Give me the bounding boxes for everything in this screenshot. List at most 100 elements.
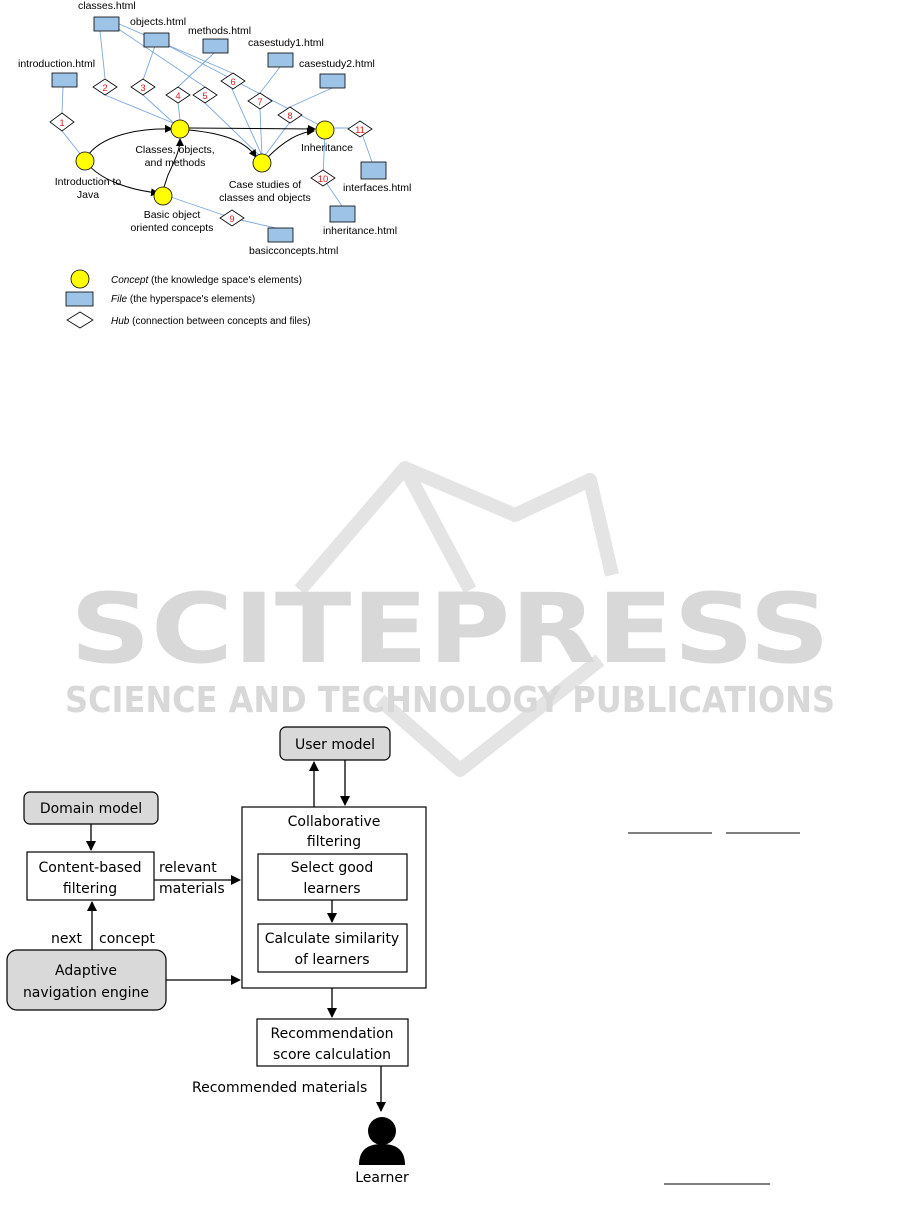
hub-number-3: 3 <box>140 83 145 94</box>
hub-11 <box>347 120 373 138</box>
file-label-objects: objects.html <box>130 16 186 28</box>
concept-node-basic <box>153 186 173 206</box>
file-label-casestudy2: casestudy2.html <box>299 58 375 70</box>
concept-label-intro-2: Java <box>77 189 99 201</box>
file-node-classes <box>93 16 120 32</box>
concept-label-cases-1: Case studies of <box>229 179 301 191</box>
hub-number-7: 7 <box>257 97 262 108</box>
select-learners-label-2: learners <box>303 881 360 897</box>
file-label-casestudy1: casestudy1.html <box>248 37 324 49</box>
concept-node-classes <box>170 119 190 139</box>
hub-number-4: 4 <box>175 91 180 102</box>
legend-concept-text: Concept (the knowledge space's elements) <box>111 275 302 286</box>
legend-hub-icon <box>66 311 94 329</box>
hub-number-11: 11 <box>355 125 365 136</box>
content-filtering-label-1: Content-based <box>39 860 142 876</box>
file-label-classes: classes.html <box>78 0 136 12</box>
file-nodes <box>51 16 387 243</box>
figure-concept-map: classes.html objects.html methods.html c… <box>18 0 411 329</box>
domain-model-label: Domain model <box>40 801 142 817</box>
legend-hub-text: Hub (connection between concepts and fil… <box>111 316 311 327</box>
relevant-label-2: materials <box>159 881 225 897</box>
hub-1 <box>49 112 75 132</box>
navigation-engine-label-2: navigation engine <box>23 985 149 1001</box>
select-learners-label-1: Select good <box>291 860 374 876</box>
concept-label-intro-1: Introduction to <box>55 176 122 188</box>
file-label-basicconcepts: basicconcepts.html <box>249 245 338 257</box>
recommended-materials-label: Recommended materials <box>192 1080 367 1096</box>
next-label: next <box>51 931 83 947</box>
hub-number-10: 10 <box>318 174 329 185</box>
legend-file-desc: (the hyperspace's elements) <box>127 294 255 305</box>
file-label-methods: methods.html <box>188 25 251 37</box>
file-node-inheritance <box>329 205 356 223</box>
file-node-casestudy1 <box>267 52 294 68</box>
legend: Concept (the knowledge space's elements)… <box>65 269 311 329</box>
watermark-main: SCITEPRESS <box>70 573 830 685</box>
concept-label-inheritance: Inheritance <box>301 142 353 154</box>
similarity-label-1: Calculate similarity <box>265 931 399 947</box>
file-label-introduction: introduction.html <box>18 58 95 70</box>
hub-3 <box>130 78 156 96</box>
hub-number-8: 8 <box>287 111 292 122</box>
learner-label: Learner <box>355 1170 409 1186</box>
legend-file-text: File (the hyperspace's elements) <box>111 294 255 305</box>
hub-4 <box>165 86 191 104</box>
hub-number-5: 5 <box>202 91 207 102</box>
collaborative-filtering-label-1: Collaborative <box>288 814 381 830</box>
user-model-label: User model <box>295 737 375 753</box>
hub-number-2: 2 <box>102 83 107 94</box>
navigation-engine-box <box>6 949 167 1011</box>
concept-node-intro <box>75 151 95 171</box>
file-node-casestudy2 <box>319 73 346 89</box>
select-learners-box <box>257 853 408 901</box>
learner-icon <box>359 1117 405 1165</box>
file-label-inheritance: inheritance.html <box>323 225 397 237</box>
concept-label-classes-1: Classes, objects, <box>135 144 214 156</box>
similarity-label-2: of learners <box>294 952 369 968</box>
content-filtering-label-2: filtering <box>63 881 117 897</box>
collaborative-filtering-label-2: filtering <box>307 834 361 850</box>
file-node-basicconcepts <box>267 227 294 243</box>
flow-arrows <box>86 760 386 1112</box>
content-filtering-box <box>26 851 155 901</box>
concept-nodes <box>75 119 335 206</box>
file-node-objects <box>143 32 170 48</box>
side-rules <box>628 832 800 1185</box>
file-node-interfaces <box>360 161 387 180</box>
file-label-interfaces: interfaces.html <box>343 182 411 194</box>
concept-label: concept <box>99 931 155 947</box>
relevant-label-1: relevant <box>159 860 217 876</box>
figure-recommendation-flow: User model Domain model Content-based fi… <box>6 726 427 1186</box>
legend-hub-term: Hub <box>111 316 130 327</box>
file-node-methods <box>202 38 229 54</box>
watermark: SCITEPRESS SCIENCE AND TECHNOLOGY PUBLIC… <box>65 461 835 777</box>
concept-label-cases-2: classes and objects <box>219 192 311 204</box>
hub-8 <box>277 106 303 124</box>
recommendation-score-label-2: score calculation <box>273 1047 391 1063</box>
file-node-introduction <box>51 72 78 88</box>
recommendation-score-label-1: Recommendation <box>270 1026 393 1042</box>
hub-10 <box>310 169 336 187</box>
legend-concept-term: Concept <box>111 275 149 286</box>
hub-9 <box>219 209 245 227</box>
similarity-box <box>257 923 408 973</box>
hub-nodes <box>49 72 373 227</box>
hub-5 <box>192 86 218 104</box>
legend-concept-icon <box>70 269 90 289</box>
legend-concept-desc: (the knowledge space's elements) <box>148 275 302 286</box>
legend-hub-desc: (connection between concepts and files) <box>129 316 310 327</box>
legend-file-term: File <box>111 294 128 305</box>
concept-node-cases <box>252 153 272 173</box>
concept-node-inheritance <box>315 120 335 140</box>
concept-label-basic-1: Basic object <box>144 209 201 221</box>
user-model-box <box>279 726 391 761</box>
hub-7 <box>247 92 273 110</box>
navigation-engine-label-1: Adaptive <box>55 963 117 979</box>
concept-label-classes-2: and methods <box>145 157 206 169</box>
hub-6 <box>220 72 246 90</box>
hub-number-6: 6 <box>230 77 235 88</box>
hub-2 <box>92 78 118 96</box>
hub-number-9: 9 <box>229 214 234 225</box>
